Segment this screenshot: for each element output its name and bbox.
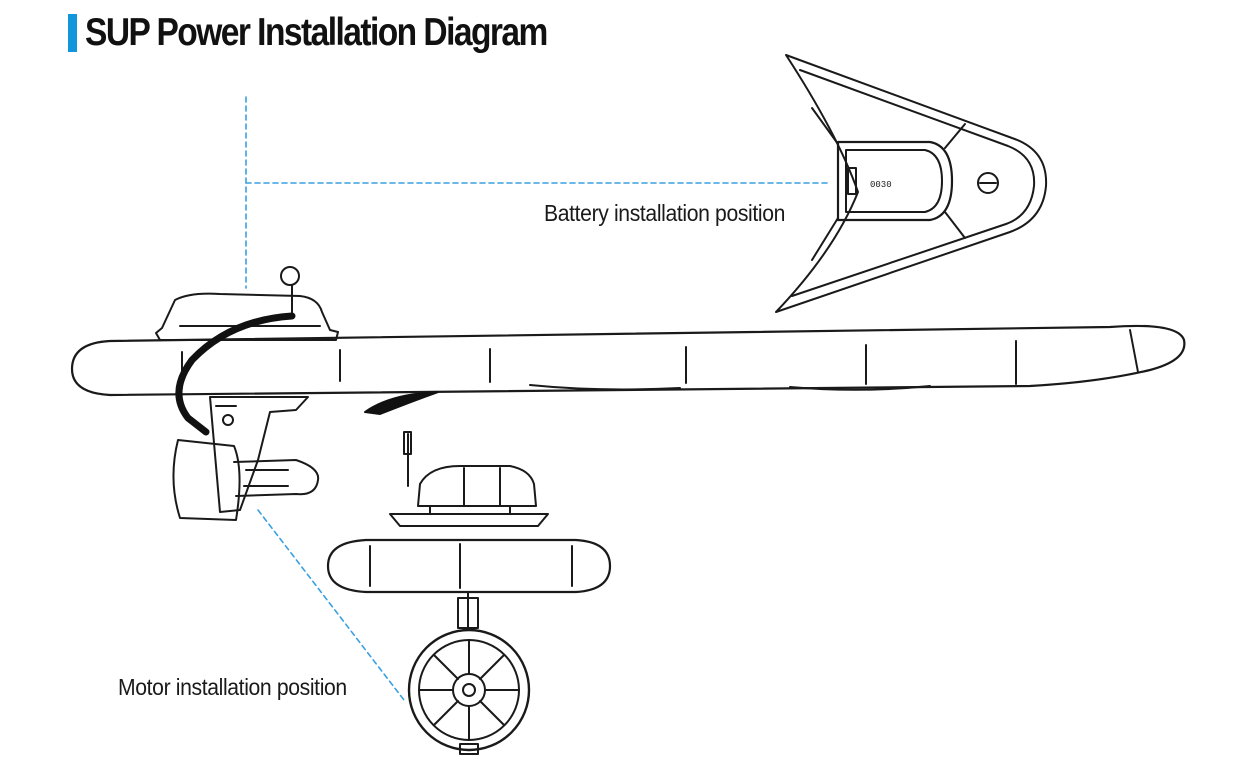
front-view-motor xyxy=(407,591,531,755)
diagram-title: SUP Power Installation Diagram xyxy=(85,11,548,54)
motor-leader-line xyxy=(257,509,405,701)
diagram-title-block: SUP Power Installation Diagram xyxy=(68,10,622,56)
board-fin xyxy=(364,391,439,415)
paddle-board-side-view xyxy=(70,324,1186,397)
title-accent-bar xyxy=(68,14,77,52)
battery-pack-top-view: 0030 xyxy=(836,140,999,222)
front-view-board xyxy=(326,538,612,594)
power-cable xyxy=(175,312,296,436)
battery-leader-line xyxy=(245,96,831,289)
motor-unit-side-view xyxy=(172,396,320,521)
battery-display-readout: 0030 xyxy=(870,180,892,190)
battery-installation-label: Battery installation position xyxy=(544,200,786,226)
battery-unit-side-view xyxy=(155,266,339,341)
front-view-battery xyxy=(389,431,549,527)
motor-installation-label: Motor installation position xyxy=(118,674,347,700)
